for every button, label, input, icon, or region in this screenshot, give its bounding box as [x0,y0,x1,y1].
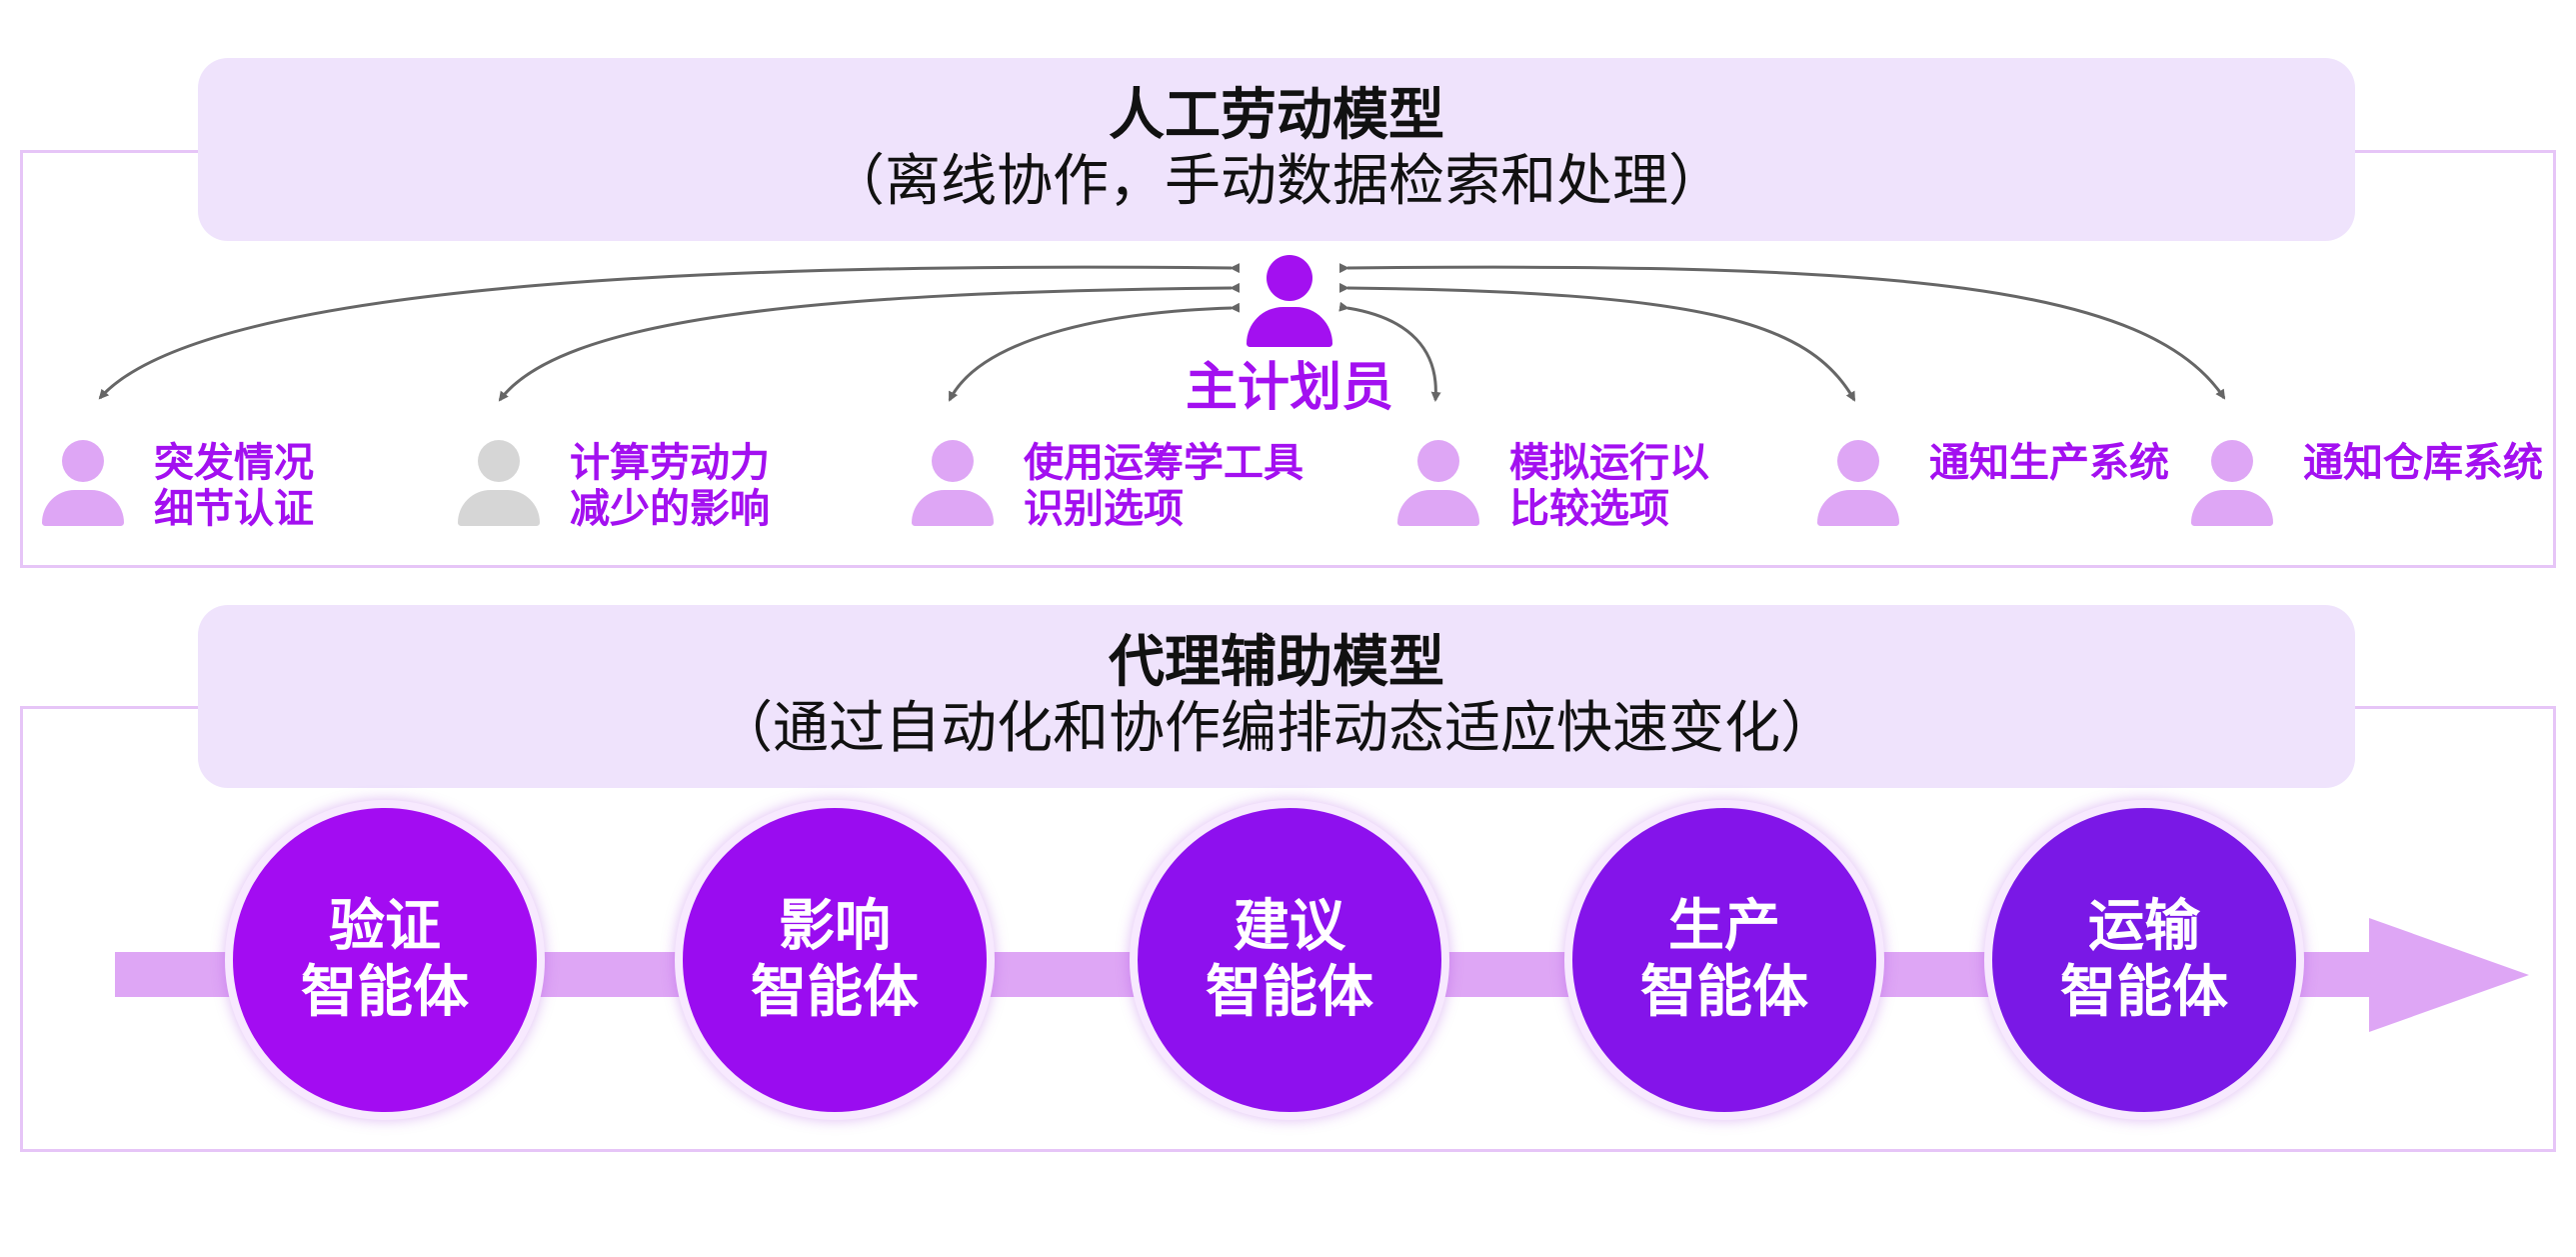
person-icon [458,440,540,532]
person-icon [1817,440,1899,532]
planner-icon [1245,255,1334,347]
person-icon [42,440,124,532]
human-model-header: 人工劳动模型 （离线协作，手动数据检索和处理） [198,58,2355,241]
role-label: 通知生产系统 [1929,440,2169,486]
connector-arrow-5 [1338,282,1856,402]
process-flow-arrowhead [2369,918,2529,1032]
agent-model-header: 代理辅助模型 （通过自动化和协作编排动态适应快速变化） [198,605,2355,788]
planner-icon-body [1247,307,1332,347]
transport-agent: 运输 智能体 [1984,800,2304,1120]
human-model-title: 人工劳动模型 [1109,83,1444,148]
role-label: 使用运筹学工具 识别选项 [1024,440,1303,532]
role-label: 突发情况 细节认证 [154,440,314,532]
role-label: 模拟运行以 比较选项 [1509,440,1709,532]
planner-label: 主计划员 [1185,358,1393,418]
person-icon [1397,440,1479,532]
agent-model-subtitle: （通过自动化和协作编排动态适应快速变化） [717,696,1836,761]
validation-agent: 验证 智能体 [225,800,545,1120]
role-label: 通知仓库系统 [2303,440,2543,486]
connector-arrow-2 [498,282,1241,402]
role-label: 计算劳动力 减少的影响 [570,440,770,532]
planner-icon-head [1267,255,1312,301]
impact-agent: 影响 智能体 [675,800,995,1120]
connector-arrow-1 [98,263,1241,400]
person-icon [912,440,994,532]
connector-arrow-6 [1338,263,2226,400]
human-model-subtitle: （离线协作，手动数据检索和处理） [829,149,1724,214]
connector-arrow-3 [948,302,1241,402]
production-agent: 生产 智能体 [1564,800,1884,1120]
agent-model-title: 代理辅助模型 [1109,630,1444,695]
person-icon [2191,440,2273,532]
recommendation-agent: 建议 智能体 [1130,800,1449,1120]
